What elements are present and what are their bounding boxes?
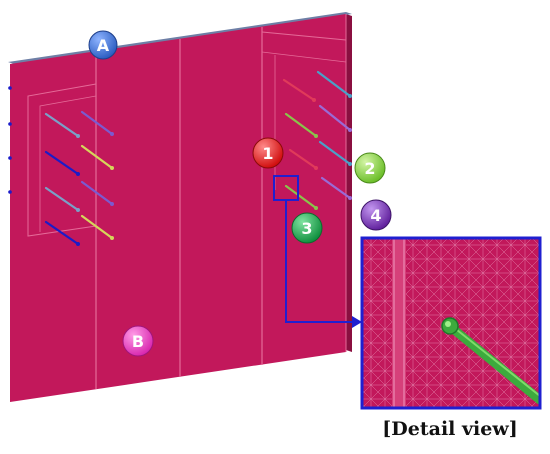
detail-frame [360, 236, 542, 410]
label-1: 1 [252, 137, 284, 169]
detail-view [360, 236, 542, 410]
detail-callout [273, 175, 362, 328]
detail-view-caption: [Detail view] [382, 418, 518, 440]
detail-leader-line [285, 200, 362, 323]
detail-anchor-rod [447, 323, 540, 405]
label-A: A [88, 30, 118, 60]
anchor-rods-right [282, 70, 352, 210]
svg-text:3: 3 [301, 219, 312, 238]
svg-text:A: A [97, 36, 110, 55]
label-3: 3 [291, 212, 323, 244]
svg-text:4: 4 [370, 206, 381, 225]
label-2: 2 [354, 152, 386, 184]
label-B: B [122, 325, 154, 357]
svg-text:B: B [132, 332, 144, 351]
svg-text:2: 2 [364, 159, 375, 178]
label-4: 4 [360, 199, 392, 231]
svg-text:1: 1 [262, 144, 273, 163]
detail-leader-arrow [352, 316, 362, 328]
anchor-rods-left [44, 110, 114, 246]
wall-panel [8, 12, 352, 402]
